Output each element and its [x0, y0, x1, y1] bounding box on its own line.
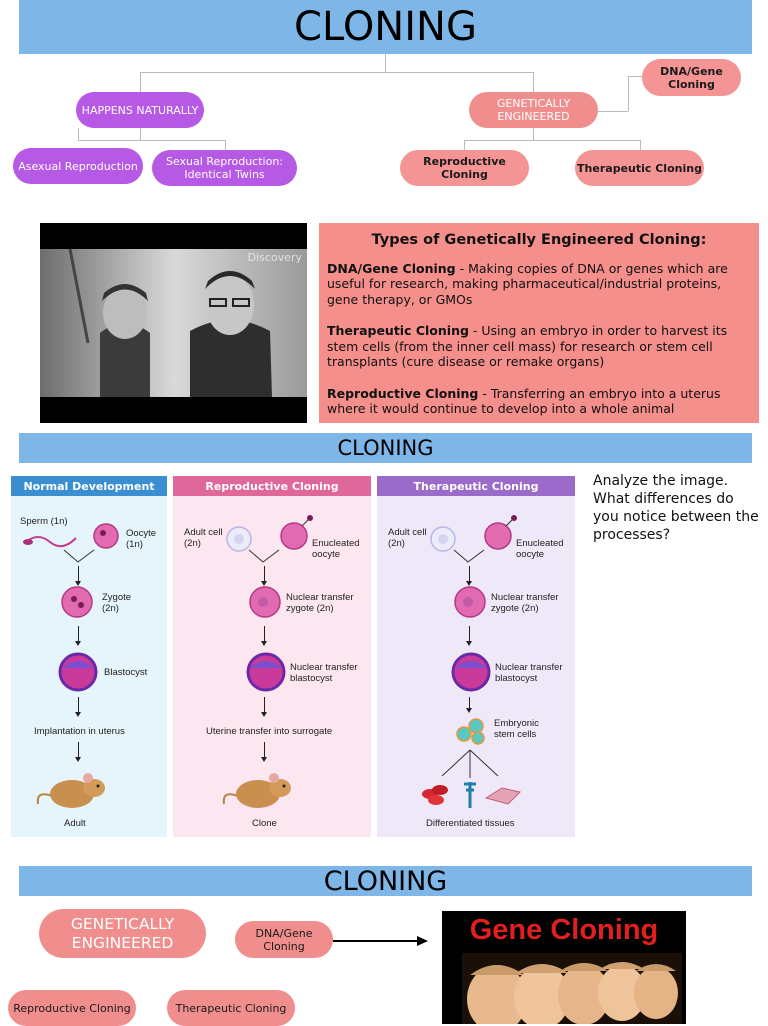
title-banner-3: CLONING	[19, 866, 752, 897]
nt-blastocyst-label: Nuclear transfer blastocyst	[290, 662, 358, 684]
adult-label: Adult	[64, 818, 86, 829]
implantation-label: Implantation in uterus	[34, 726, 125, 737]
zygote-label: Zygote (2n)	[102, 592, 132, 614]
merge-lines	[248, 549, 280, 563]
differentiated-label: Differentiated tissues	[426, 818, 515, 829]
uterine-transfer-label: Uterine transfer into surrogate	[206, 726, 333, 737]
mouse-icon	[36, 773, 105, 808]
reproductive-cloning-node-2: Reproductive Cloning	[8, 990, 136, 1026]
babies-photo	[462, 953, 682, 1024]
stem-cells-label: Embryonic stem cells	[494, 718, 539, 740]
types-box: Types of Genetically Engineered Cloning:…	[319, 223, 759, 423]
type-reproductive: Reproductive Cloning - Transferring an e…	[327, 385, 721, 417]
title-banner-1: CLONING	[19, 0, 752, 54]
analysis-prompt: Analyze the image. What differences do y…	[593, 473, 759, 543]
asexual-reproduction-node: Asexual Reproduction	[13, 148, 143, 184]
nt-zygote-icon	[454, 586, 486, 618]
enucleated-oocyte-icon	[484, 515, 517, 550]
panel-header: Normal Development	[11, 476, 167, 496]
zygote-icon	[61, 586, 93, 618]
nt-blastocyst-icon	[246, 652, 286, 692]
dna-gene-cloning-node: DNA/Gene Cloning	[642, 59, 741, 96]
reproductive-cloning-node: Reproductive Cloning	[400, 150, 529, 186]
dna-gene-cloning-node-2: DNA/Gene Cloning	[235, 921, 333, 958]
sperm-label: Sperm (1n)	[20, 516, 68, 527]
happens-naturally-node: HAPPENS NATURALLY	[76, 92, 204, 128]
adult-cell-icon	[226, 526, 252, 552]
arrow-right-icon	[333, 936, 428, 946]
panel-header: Reproductive Cloning	[173, 476, 371, 496]
therapeutic-cloning-node: Therapeutic Cloning	[575, 150, 704, 186]
genetically-engineered-node: GENETICALLY ENGINEERED	[469, 92, 598, 128]
blastocyst-label: Blastocyst	[104, 667, 148, 678]
enucleated-label: Enucleated oocyte	[516, 538, 564, 560]
gene-cloning-image: Gene Cloning	[442, 911, 686, 1024]
merge-lines	[453, 549, 485, 563]
enucleated-label: Enucleated oocyte	[312, 538, 360, 560]
type-therapeutic: Therapeutic Cloning - Using an embryo in…	[327, 323, 728, 369]
nt-blastocyst-icon	[451, 652, 491, 692]
sperm-icon	[23, 536, 77, 548]
adult-cell-icon	[430, 526, 456, 552]
panel-header: Therapeutic Cloning	[377, 476, 575, 496]
blastocyst-icon	[58, 652, 98, 692]
types-heading: Types of Genetically Engineered Cloning:	[371, 232, 707, 248]
scientists-photo: Discovery	[40, 223, 307, 423]
nt-blastocyst-label: Nuclear transfer blastocyst	[495, 662, 563, 684]
nt-zygote-label: Nuclear transfer zygote (2n)	[491, 592, 559, 614]
stem-cells-icon	[456, 718, 485, 745]
banner-title: CLONING	[294, 4, 477, 50]
sexual-reproduction-node: Sexual Reproduction: Identical Twins	[152, 150, 297, 186]
merge-lines	[63, 549, 95, 563]
watermark: Discovery	[248, 251, 303, 264]
title-banner-2: CLONING	[19, 433, 752, 463]
nt-zygote-icon	[249, 586, 281, 618]
gene-cloning-title: Gene Cloning	[469, 914, 659, 946]
oocyte-icon	[93, 523, 119, 549]
clone-label: Clone	[252, 818, 277, 829]
oocyte-label: Oocyte (1n)	[126, 528, 157, 550]
enucleated-oocyte-icon	[280, 515, 313, 550]
genetically-engineered-node-2: GENETICALLY ENGINEERED	[39, 909, 206, 958]
therapeutic-cloning-node-2: Therapeutic Cloning	[167, 990, 295, 1026]
adult-cell-label: Adult cell (2n)	[184, 527, 223, 549]
clone-mouse-icon	[222, 773, 291, 808]
nt-zygote-label: Nuclear transfer zygote (2n)	[286, 592, 354, 614]
adult-cell-label: Adult cell (2n)	[388, 527, 427, 549]
type-dna: DNA/Gene Cloning - Making copies of DNA …	[327, 260, 728, 307]
differentiated-tissues-icon	[422, 749, 521, 808]
video-still[interactable]: Discovery	[40, 223, 307, 423]
